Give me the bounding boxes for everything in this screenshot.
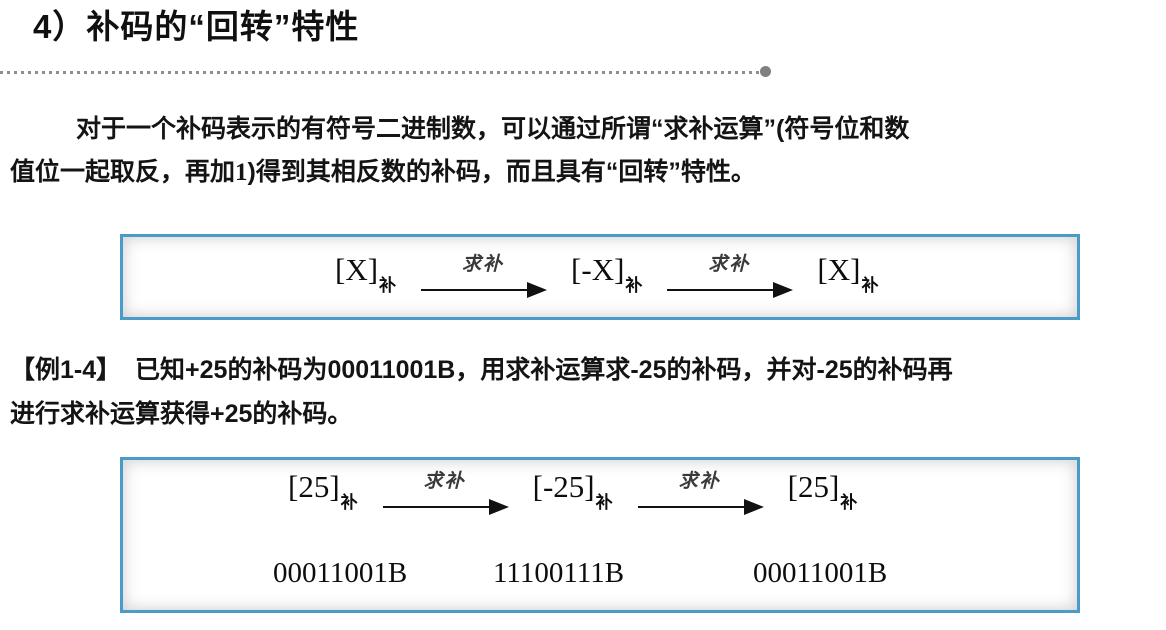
paragraph-line-2-number: 1 — [235, 159, 248, 186]
flow-node-subscript: 补 — [840, 493, 858, 513]
flow-node-subscript: 补 — [625, 276, 643, 296]
arrow-label: 求补 — [423, 471, 466, 493]
arrow-head-icon — [488, 499, 509, 516]
flow-node-x-complement-return: [X]补 — [817, 252, 879, 299]
arrow-complement-2: 求补 — [634, 470, 766, 516]
flow-node-base: [25] — [288, 469, 340, 504]
flow-node-base: [X] — [335, 252, 379, 287]
flow-node-base: [-X] — [571, 252, 625, 287]
example-line-2: 进行求补运算获得+25的补码。 — [10, 400, 353, 428]
paragraph-line-1: 对于一个补码表示的有符号二进制数，可以通过所谓“求补运算”(符号位和数 — [76, 115, 910, 143]
arrow-label: 求补 — [708, 254, 751, 276]
flow-node-subscript: 补 — [379, 276, 397, 296]
body-paragraph: 对于一个补码表示的有符号二进制数，可以通过所谓“求补运算”(符号位和数 值位一起… — [10, 108, 1160, 194]
flow-node-base: [25] — [787, 469, 840, 504]
paragraph-line-2-part-a: 值位一起取反，再加 — [10, 158, 236, 186]
binary-value-row: 00011001B 11100111B 00011001B — [123, 556, 1077, 596]
complement-flow-diagram-box-general: [X]补 求补 [-X]补 求补 [X]补 — [120, 234, 1080, 320]
arrow-shaft — [382, 506, 493, 509]
arrow-shaft — [421, 289, 532, 292]
arrow-head-icon — [773, 282, 794, 299]
flow-node-25-complement: [25]补 — [288, 469, 358, 516]
arrow-shaft — [637, 506, 748, 509]
example-line-1: 已知+25的补码为00011001B，用求补运算求-25的补码，并对-25的补码… — [135, 356, 953, 384]
arrow-complement-1: 求补 — [379, 470, 511, 516]
binary-value-negative-25-complement: 11100111B — [493, 557, 625, 589]
page-title: 4）补码的“回转”特性 — [33, 8, 360, 45]
flow-row-example: [25]补 求补 [-25]补 求补 [25]补 — [288, 469, 858, 516]
paragraph-line-2-part-b: )得到其相反数的补码，而且具有“回转”特性。 — [247, 158, 756, 186]
arrow-complement-1: 求补 — [417, 253, 549, 299]
flow-node-negative-25-complement: [-25]补 — [532, 469, 613, 516]
flow-node-subscript: 补 — [595, 493, 613, 513]
flow-node-subscript: 补 — [340, 493, 358, 513]
title-divider-dotted-line — [0, 70, 760, 74]
arrow-head-icon — [527, 282, 548, 299]
binary-value-25-complement-return: 00011001B — [753, 557, 888, 589]
flow-node-base: [-25] — [532, 469, 595, 504]
example-paragraph: 【例1-4】 已知+25的补码为00011001B，用求补运算求-25的补码，并… — [10, 348, 1160, 436]
arrow-complement-2: 求补 — [663, 253, 795, 299]
complement-flow-diagram-box-example: [25]补 求补 [-25]补 求补 [25]补 00011001B 11100… — [120, 457, 1080, 613]
arrow-shaft — [667, 289, 778, 292]
flow-node-subscript: 补 — [861, 276, 879, 296]
arrow-label: 求补 — [678, 471, 721, 493]
flow-node-negative-x-complement: [-X]补 — [571, 252, 643, 299]
arrow-head-icon — [743, 499, 764, 516]
flow-row-general: [X]补 求补 [-X]补 求补 [X]补 — [335, 252, 879, 299]
binary-value-25-complement: 00011001B — [273, 557, 408, 589]
title-divider-end-dot-icon — [760, 66, 771, 77]
flow-node-x-complement: [X]补 — [335, 252, 397, 299]
arrow-label: 求补 — [462, 254, 505, 276]
example-tag: 【例1-4】 — [10, 356, 122, 384]
flow-node-25-complement-return: [25]补 — [787, 469, 858, 516]
flow-node-base: [X] — [817, 252, 861, 287]
